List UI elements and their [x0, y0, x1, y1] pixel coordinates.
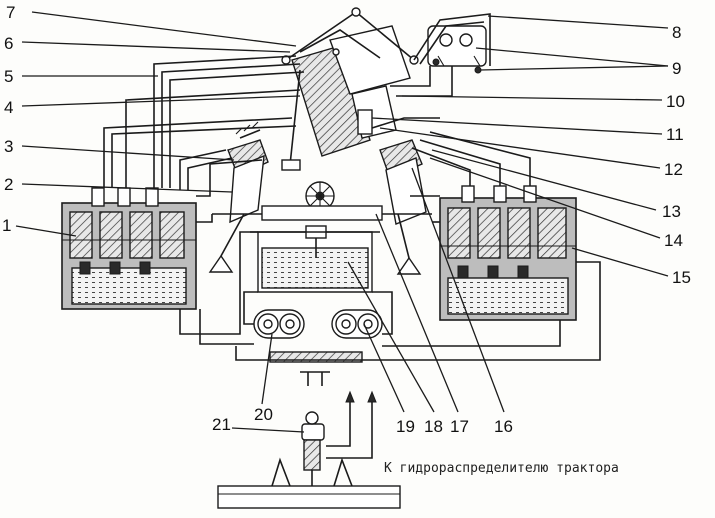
label-4: 4	[4, 98, 13, 117]
label-12: 12	[664, 160, 683, 179]
pipelines	[103, 13, 601, 459]
top-distributor	[281, 7, 419, 171]
label-16: 16	[494, 417, 513, 436]
label-17: 17	[450, 417, 469, 436]
label-5: 5	[4, 67, 13, 86]
label-8: 8	[672, 23, 681, 42]
left-valve-block	[61, 187, 197, 310]
label-2: 2	[4, 175, 13, 194]
callout-labels: 7 6 5 4 3 2 1 8 9 10 11 12 13 14 15 16 1…	[2, 3, 691, 436]
label-10: 10	[666, 92, 685, 111]
label-9: 9	[672, 59, 681, 78]
label-15: 15	[672, 268, 691, 287]
pump-left	[253, 309, 305, 339]
label-14: 14	[664, 231, 683, 250]
leader-lines	[15, 11, 669, 433]
left-spring-cylinder	[208, 121, 269, 273]
label-18: 18	[424, 417, 443, 436]
right-spring-cylinder	[379, 139, 427, 275]
label-7: 7	[6, 3, 15, 22]
right-valve-block	[439, 185, 577, 321]
lift-cylinder	[217, 411, 401, 509]
label-20: 20	[254, 405, 273, 424]
pump-right	[331, 309, 383, 339]
label-1: 1	[2, 216, 11, 235]
caption-tractor-distributor: К гидрораспределителю трактора	[384, 461, 619, 476]
label-11: 11	[666, 125, 684, 144]
gear-sector	[212, 181, 432, 221]
label-6: 6	[4, 34, 13, 53]
top-right-valve	[427, 25, 487, 74]
label-13: 13	[662, 202, 681, 221]
central-tank	[250, 225, 380, 293]
label-21: 21	[212, 415, 231, 434]
pump-drive-shaft	[269, 351, 363, 386]
label-3: 3	[4, 137, 13, 156]
label-19: 19	[396, 417, 415, 436]
